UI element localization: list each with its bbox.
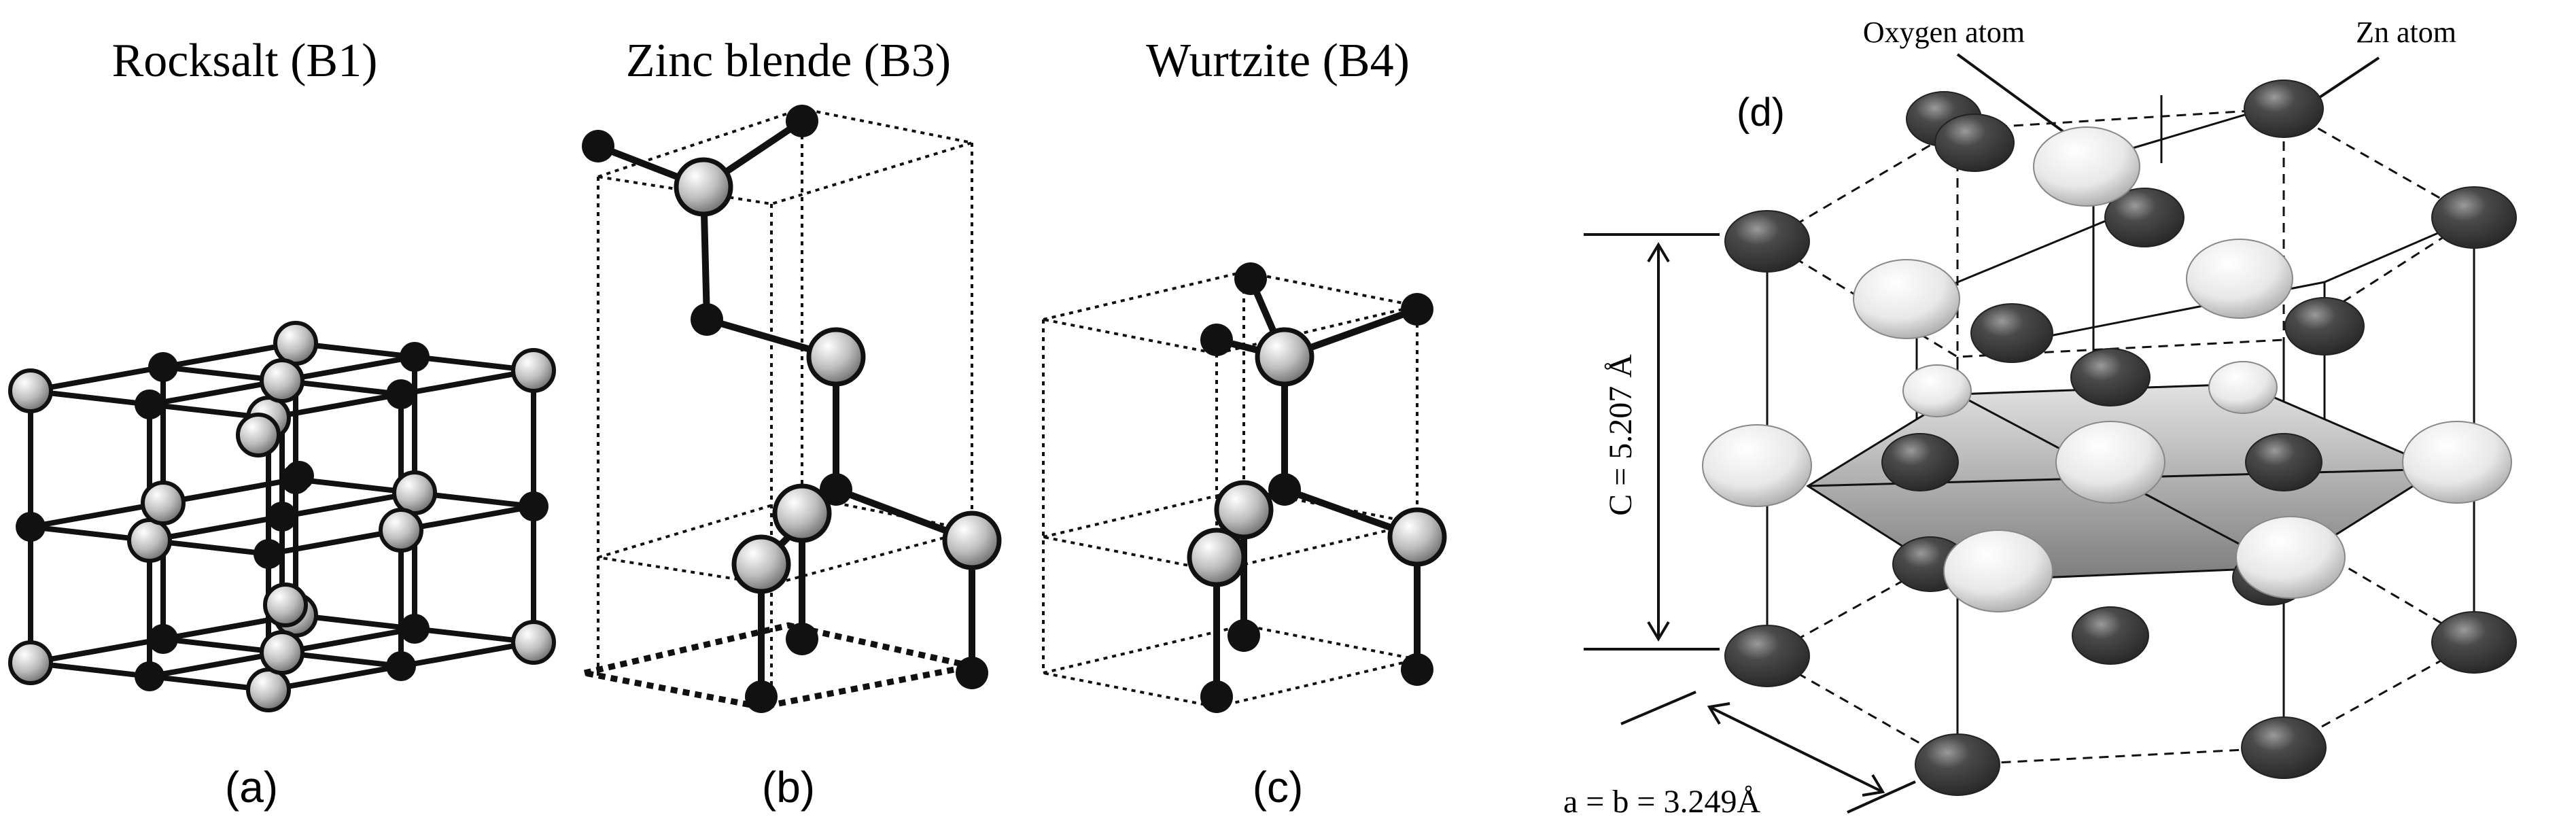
wurtzite-atoms [1187, 262, 1447, 713]
oxygen-atoms [1702, 126, 2512, 612]
zinc-blende-cell [597, 107, 973, 707]
zinc-blende-atoms [582, 105, 1002, 713]
wurtzite-label: (c) [1253, 763, 1304, 812]
oxygen-atom-label: Oxygen atom [1863, 16, 2025, 49]
panel-wurtzite: Wurtzite (B4) [1042, 35, 1447, 812]
zno-panel-label: (d) [1737, 90, 1785, 135]
rocksalt-label: (a) [225, 763, 278, 812]
zinc-blende-title: Zinc blende (B3) [626, 35, 951, 87]
panel-zno-hexagonal: (d) Oxygen atom Zn atom [1563, 16, 2517, 820]
zinc-blende-bonds [597, 118, 975, 697]
rocksalt-title: Rocksalt (B1) [112, 35, 378, 87]
rocksalt-atoms [8, 321, 556, 712]
panel-zinc-blende: Zinc blende (B3) [582, 35, 1002, 812]
wurtzite-title: Wurtzite (B4) [1146, 35, 1410, 87]
a-dimension: a = b = 3.249Å [1563, 691, 1916, 820]
c-dimension-label: C = 5.207 Å [1603, 354, 1639, 516]
panel-rocksalt: Rocksalt (B1) [8, 35, 556, 812]
zinc-blende-label: (b) [762, 763, 815, 812]
zn-atoms [1724, 80, 2517, 796]
zn-atom-label: Zn atom [2356, 16, 2456, 49]
a-dimension-label: a = b = 3.249Å [1563, 784, 1760, 820]
c-dimension: C = 5.207 Å [1584, 233, 1720, 651]
